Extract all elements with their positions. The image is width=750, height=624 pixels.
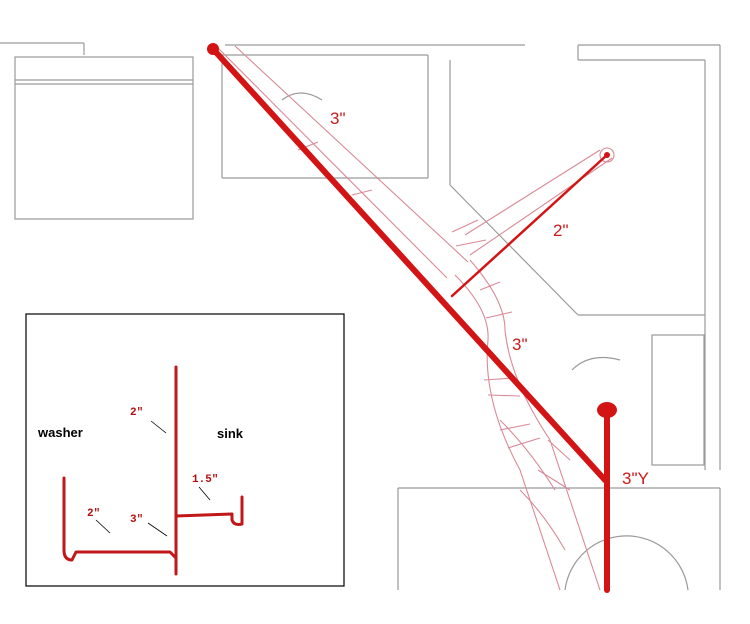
label-washer: washer bbox=[37, 425, 83, 440]
label-sink-trap-arm: 1.5" bbox=[192, 474, 218, 486]
vent-cap-circle bbox=[207, 43, 219, 55]
branch-end-circle bbox=[604, 152, 610, 158]
inset-diagram: washer sink 2" 1.5" 3" 2" bbox=[25, 313, 345, 587]
stack-top-circle bbox=[597, 402, 617, 418]
inset-frame bbox=[25, 313, 345, 587]
label-stack-upper: 2" bbox=[130, 407, 143, 419]
label-stack-lower: 3" bbox=[130, 514, 143, 526]
label-sink: sink bbox=[217, 426, 244, 441]
branch-pipe bbox=[450, 153, 609, 298]
floorplan bbox=[0, 42, 721, 591]
label-drain-lower: 3" bbox=[512, 335, 528, 354]
label-branch-sink: 2" bbox=[553, 221, 569, 240]
label-wye: 3"Y bbox=[622, 469, 649, 488]
label-vent-main: 3" bbox=[330, 109, 346, 128]
label-washer-trap-arm: 2" bbox=[87, 508, 100, 520]
inset-pipes bbox=[62, 365, 244, 576]
main-vent-pipe bbox=[210, 46, 608, 483]
inset-leader-lines bbox=[95, 420, 211, 537]
pipes bbox=[210, 46, 610, 593]
